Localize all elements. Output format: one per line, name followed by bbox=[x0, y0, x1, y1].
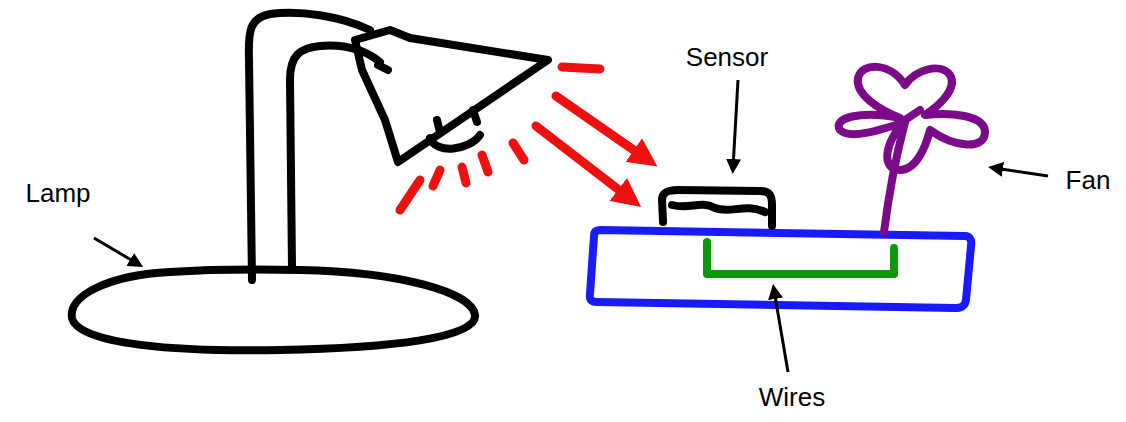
light-rays bbox=[400, 67, 648, 210]
sensor bbox=[662, 190, 772, 226]
leader-arrows bbox=[94, 80, 1048, 372]
part-label: Fan bbox=[1066, 166, 1111, 195]
fan bbox=[839, 67, 985, 232]
part-label: Wires bbox=[759, 383, 825, 412]
part-label: Lamp bbox=[25, 179, 90, 208]
wires bbox=[707, 242, 894, 274]
part-label: Sensor bbox=[686, 43, 768, 72]
board bbox=[590, 230, 971, 308]
lamp-figure bbox=[72, 13, 548, 351]
